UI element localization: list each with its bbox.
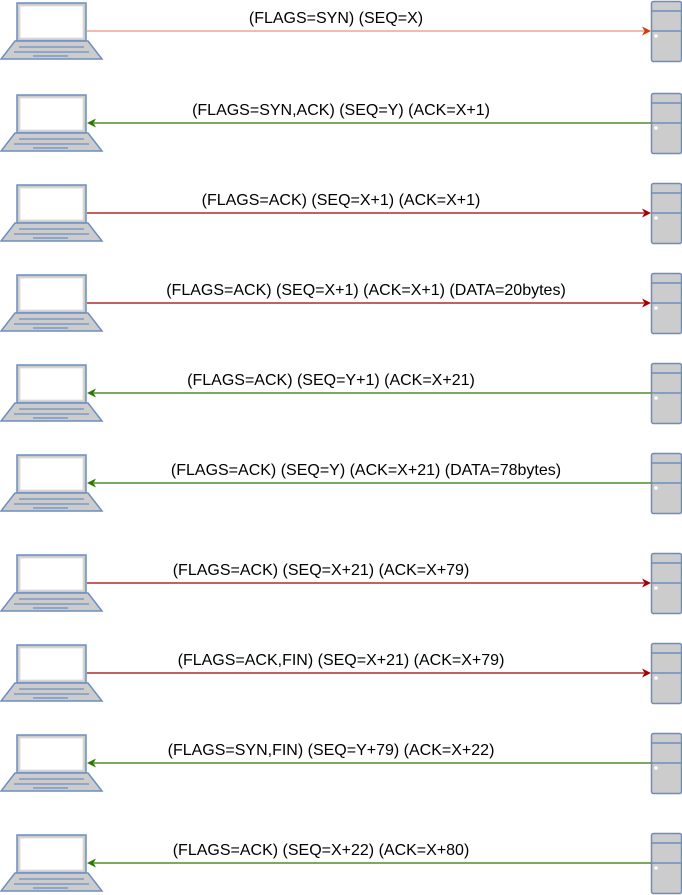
server-icon [650,182,682,245]
message-label: (FLAGS=ACK) (SEQ=X+22) (ACK=X+80) [173,842,470,859]
message-label: (FLAGS=ACK,FIN) (SEQ=X+21) (ACK=X+79) [178,652,505,669]
message-label: (FLAGS=ACK) (SEQ=X+1) (ACK=X+1) (DATA=20… [166,282,566,299]
arrowhead-icon [642,668,651,678]
message-row: (FLAGS=ACK) (SEQ=X+1) (ACK=X+1) [0,182,682,245]
message-label: (FLAGS=SYN) (SEQ=X) [249,10,423,27]
server-icon [650,732,682,795]
laptop-icon [0,554,104,612]
server-icon [650,832,682,895]
message-label: (FLAGS=SYN,ACK) (SEQ=Y) (ACK=X+1) [192,102,490,119]
arrowhead-icon [642,26,651,36]
server-icon [650,0,682,63]
laptop-icon [0,2,104,60]
arrowhead-icon [87,858,96,868]
laptop-icon [0,834,104,892]
laptop-icon [0,454,104,512]
server-icon [650,92,682,155]
laptop-icon [0,94,104,152]
laptop-icon [0,644,104,702]
message-row: (FLAGS=SYN,FIN) (SEQ=Y+79) (ACK=X+22) [0,732,682,795]
message-label: (FLAGS=ACK) (SEQ=Y) (ACK=X+21) (DATA=78b… [171,462,561,479]
server-icon [650,452,682,515]
message-row: (FLAGS=SYN) (SEQ=X) [0,0,682,63]
server-icon [650,552,682,615]
message-row: (FLAGS=ACK) (SEQ=Y) (ACK=X+21) (DATA=78b… [0,452,682,515]
arrowhead-icon [642,298,651,308]
message-label: (FLAGS=SYN,FIN) (SEQ=Y+79) (ACK=X+22) [168,742,495,759]
arrowhead-icon [642,208,651,218]
message-row: (FLAGS=ACK) (SEQ=Y+1) (ACK=X+21) [0,362,682,425]
server-icon [650,362,682,425]
server-icon [650,642,682,705]
message-row: (FLAGS=ACK) (SEQ=X+22) (ACK=X+80) [0,832,682,895]
arrowhead-icon [87,758,96,768]
laptop-icon [0,364,104,422]
laptop-icon [0,734,104,792]
arrowhead-icon [87,118,96,128]
arrowhead-icon [642,578,651,588]
server-icon [650,272,682,335]
message-row: (FLAGS=ACK) (SEQ=X+21) (ACK=X+79) [0,552,682,615]
arrowhead-icon [87,478,96,488]
message-label: (FLAGS=ACK) (SEQ=X+1) (ACK=X+1) [202,192,481,209]
laptop-icon [0,184,104,242]
message-row: (FLAGS=ACK,FIN) (SEQ=X+21) (ACK=X+79) [0,642,682,705]
message-label: (FLAGS=ACK) (SEQ=Y+1) (ACK=X+21) [187,372,475,389]
message-row: (FLAGS=SYN,ACK) (SEQ=Y) (ACK=X+1) [0,92,682,155]
arrowhead-icon [87,388,96,398]
message-row: (FLAGS=ACK) (SEQ=X+1) (ACK=X+1) (DATA=20… [0,272,682,335]
laptop-icon [0,274,104,332]
message-label: (FLAGS=ACK) (SEQ=X+21) (ACK=X+79) [173,562,470,579]
